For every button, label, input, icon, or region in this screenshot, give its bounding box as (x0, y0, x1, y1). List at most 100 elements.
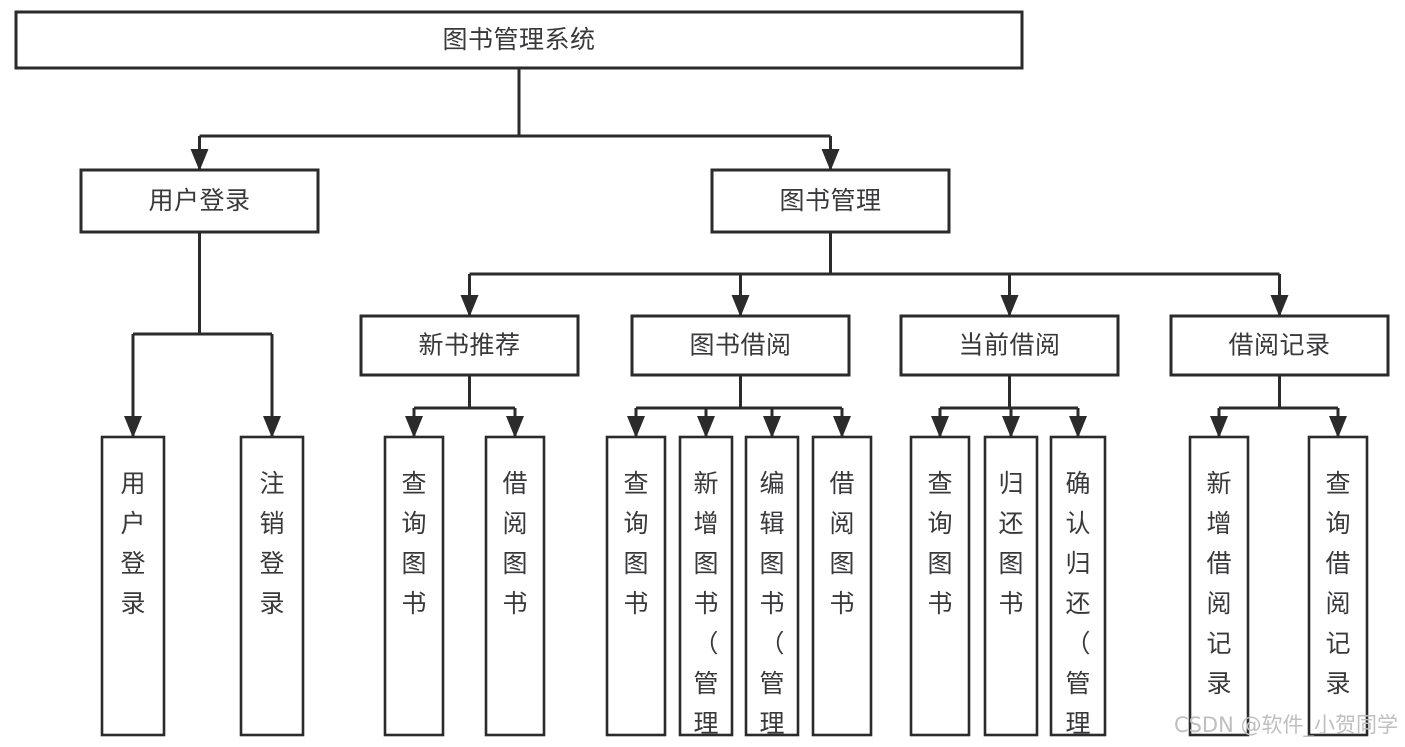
book-borrow-arrow-2 (763, 416, 781, 438)
node-label-leaf-borrow-book-1-char-3: 书 (502, 589, 527, 618)
node-box-leaf-edit-book (744, 435, 800, 737)
node-label-leaf-return-book-char-0: 归 (998, 469, 1023, 498)
node-label-leaf-user-logout-char-3: 录 (259, 589, 284, 618)
node-label-leaf-query-record-char-5: 录 (1325, 669, 1350, 698)
userlogin-arrow-0 (124, 416, 142, 438)
node-label-leaf-query-book-1-char-0: 查 (401, 469, 426, 498)
node-label-leaf-borrow-book-1-char-0: 借 (502, 469, 527, 498)
node-label-leaf-edit-book-char-5: 管 (759, 669, 784, 698)
node-label-leaf-query-book-3-char-3: 书 (927, 589, 952, 618)
node-box-leaf-query-book-1 (383, 435, 445, 737)
node-label-leaf-user-login-char-1: 户 (120, 509, 145, 538)
node-label-leaf-user-login-char-2: 登 (120, 549, 145, 578)
node-box-leaf-confirm-return (1049, 435, 1107, 737)
current-borrow-arrow-2 (1069, 416, 1087, 438)
node-label-leaf-add-record-char-5: 录 (1206, 669, 1231, 698)
node-leaf-user-login[interactable]: 用户登录 (100, 435, 166, 737)
node-new-book-recommend[interactable]: 新书推荐 (359, 314, 580, 377)
node-label-leaf-edit-book-char-4: （ (759, 629, 784, 658)
node-label-leaf-user-logout-char-2: 登 (259, 549, 284, 578)
root-arrow-0 (190, 149, 209, 171)
node-label-leaf-return-book-char-3: 书 (998, 589, 1023, 618)
node-label-leaf-add-book-char-0: 新 (693, 469, 718, 498)
node-box-leaf-query-book-3 (909, 435, 971, 737)
node-box-leaf-borrow-book-1 (484, 435, 546, 737)
node-box-book-borrow (630, 314, 851, 377)
node-label-leaf-borrow-book-2-char-3: 书 (829, 589, 854, 618)
borrow-record-arrow-1 (1329, 416, 1347, 438)
node-label-leaf-return-book-char-2: 图 (998, 549, 1023, 578)
node-box-leaf-add-book (678, 435, 734, 737)
node-user-login[interactable]: 用户登录 (79, 168, 320, 234)
node-label-leaf-add-record-char-2: 借 (1206, 549, 1231, 578)
node-label-leaf-query-record-char-3: 阅 (1325, 589, 1350, 618)
node-label-leaf-add-record-char-0: 新 (1206, 469, 1231, 498)
node-box-leaf-add-record (1188, 435, 1250, 737)
book-borrow-arrow-0 (627, 416, 645, 438)
node-label-leaf-query-record-char-0: 查 (1325, 469, 1350, 498)
bookmgmt-arrow-2 (1000, 295, 1019, 317)
node-label-leaf-add-record-char-1: 增 (1206, 509, 1231, 538)
node-label-leaf-add-book-char-2: 图 (693, 549, 718, 578)
node-label-leaf-edit-book-char-2: 图 (759, 549, 784, 578)
node-label-leaf-add-book-char-5: 管 (693, 669, 718, 698)
node-box-leaf-return-book (983, 435, 1039, 737)
new-book-recommend-arrow-1 (506, 416, 524, 438)
bookmgmt-arrow-0 (460, 295, 479, 317)
node-label-leaf-add-book-char-4: （ (693, 629, 718, 658)
node-box-leaf-query-book-2 (605, 435, 667, 737)
node-label-leaf-confirm-return-char-4: （ (1065, 629, 1090, 658)
userlogin-arrow-1 (263, 416, 281, 438)
node-label-current-borrow: 当前借阅 (958, 331, 1060, 360)
borrow-record-arrow-0 (1210, 416, 1228, 438)
node-borrow-record[interactable]: 借阅记录 (1169, 314, 1390, 377)
node-label-leaf-confirm-return-char-1: 认 (1065, 509, 1090, 538)
node-label-leaf-edit-book-char-1: 辑 (759, 509, 784, 538)
book-borrow-arrow-3 (833, 416, 851, 438)
new-book-recommend-arrow-0 (405, 416, 423, 438)
node-label-leaf-edit-book-char-0: 编 (759, 469, 784, 498)
node-label-leaf-query-book-1-char-3: 书 (401, 589, 426, 618)
node-label-leaf-borrow-book-2-char-1: 阅 (829, 509, 854, 538)
node-label-borrow-record: 借阅记录 (1228, 331, 1330, 360)
node-label-leaf-borrow-book-1-char-1: 阅 (502, 509, 527, 538)
node-label-leaf-confirm-return-char-6: 理 (1065, 709, 1090, 738)
root-arrow-1 (821, 149, 840, 171)
current-borrow-arrow-1 (1002, 416, 1020, 438)
node-label-leaf-query-book-2-char-0: 查 (623, 469, 648, 498)
node-label-leaf-query-book-1-char-1: 询 (401, 509, 426, 538)
node-label-leaf-add-book-char-6: 理 (693, 709, 718, 738)
node-label-book-management: 图书管理 (779, 186, 881, 215)
node-label-leaf-confirm-return-char-3: 还 (1065, 589, 1090, 618)
node-current-borrow[interactable]: 当前借阅 (899, 314, 1120, 377)
node-label-leaf-return-book-char-1: 还 (998, 509, 1023, 538)
node-book-borrow[interactable]: 图书借阅 (630, 314, 851, 377)
node-label-leaf-query-book-2-char-2: 图 (623, 549, 648, 578)
node-book-management[interactable]: 图书管理 (710, 168, 951, 234)
current-borrow-arrow-0 (931, 416, 949, 438)
node-root[interactable]: 图书管理系统 (14, 10, 1024, 70)
node-label-leaf-borrow-book-1-char-2: 图 (502, 549, 527, 578)
node-box-borrow-record (1169, 314, 1390, 377)
node-label-leaf-confirm-return-char-2: 归 (1065, 549, 1090, 578)
node-label-leaf-query-book-1-char-2: 图 (401, 549, 426, 578)
node-label-leaf-user-logout-char-0: 注 (259, 469, 284, 498)
node-label-leaf-confirm-return-char-5: 管 (1065, 669, 1090, 698)
node-label-leaf-query-record-char-2: 借 (1325, 549, 1350, 578)
node-label-leaf-edit-book-char-3: 书 (759, 589, 784, 618)
node-label-leaf-user-logout-char-1: 销 (259, 509, 284, 538)
